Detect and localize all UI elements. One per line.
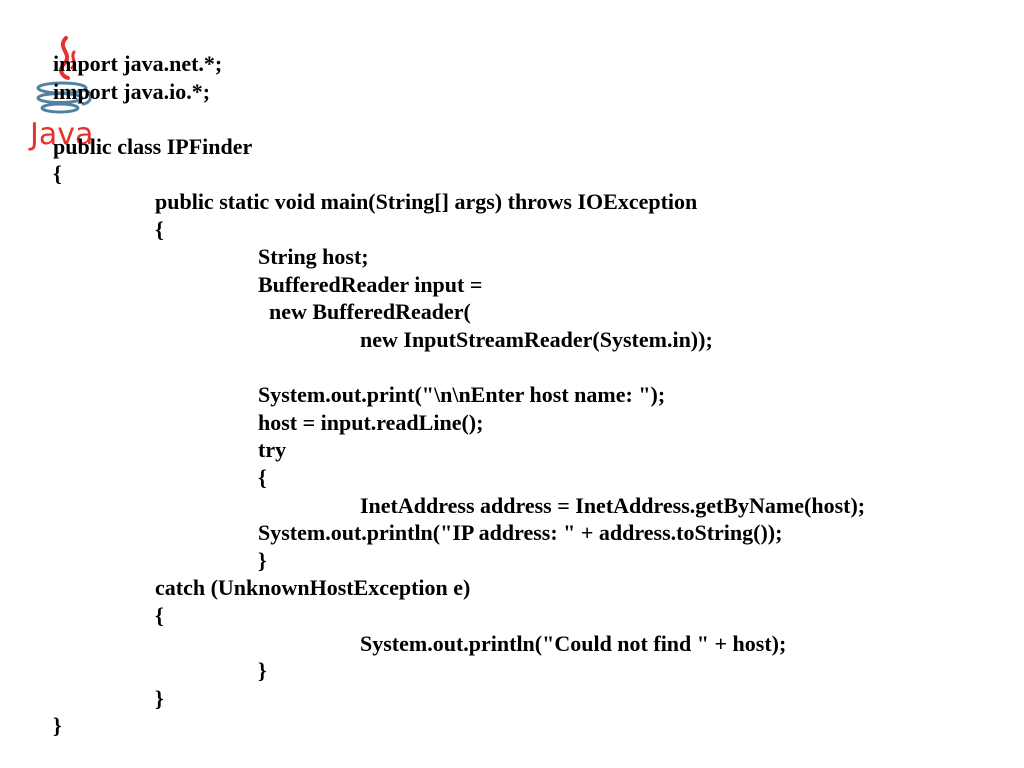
code-line: public class IPFinder <box>53 133 253 159</box>
code-line: import java.io.*; <box>53 78 211 104</box>
code-line: catch (UnknownHostException e) <box>155 575 471 601</box>
code-line: } <box>155 685 164 711</box>
code-line: } <box>258 658 267 684</box>
code-line: public static void main(String[] args) t… <box>155 189 698 214</box>
code-line: import java.net.*; <box>53 51 223 76</box>
code-line: System.out.print("\n\nEnter host name: "… <box>258 382 666 408</box>
code-line: new InputStreamReader(System.in)); <box>360 327 713 352</box>
java-logo-word: Java <box>28 117 93 152</box>
code-line: { <box>155 603 164 628</box>
code-line: } <box>53 713 62 739</box>
code-line: System.out.println("Could not find " + h… <box>360 630 787 656</box>
code-line: BufferedReader input = <box>258 271 483 297</box>
code-line: InetAddress address = InetAddress.getByN… <box>360 492 866 518</box>
code-line: } <box>258 547 267 573</box>
code-line: host = input.readLine(); <box>258 409 484 435</box>
code-line: { <box>258 465 267 490</box>
code-line: { <box>53 161 62 187</box>
code-line: try <box>258 437 287 463</box>
code-line: System.out.println("IP address: " + addr… <box>258 520 783 546</box>
code-line: { <box>155 216 164 242</box>
java-logo-icon: Java <box>28 36 93 152</box>
code-line: String host; <box>258 244 369 270</box>
code-line: new BufferedReader( <box>258 299 471 325</box>
